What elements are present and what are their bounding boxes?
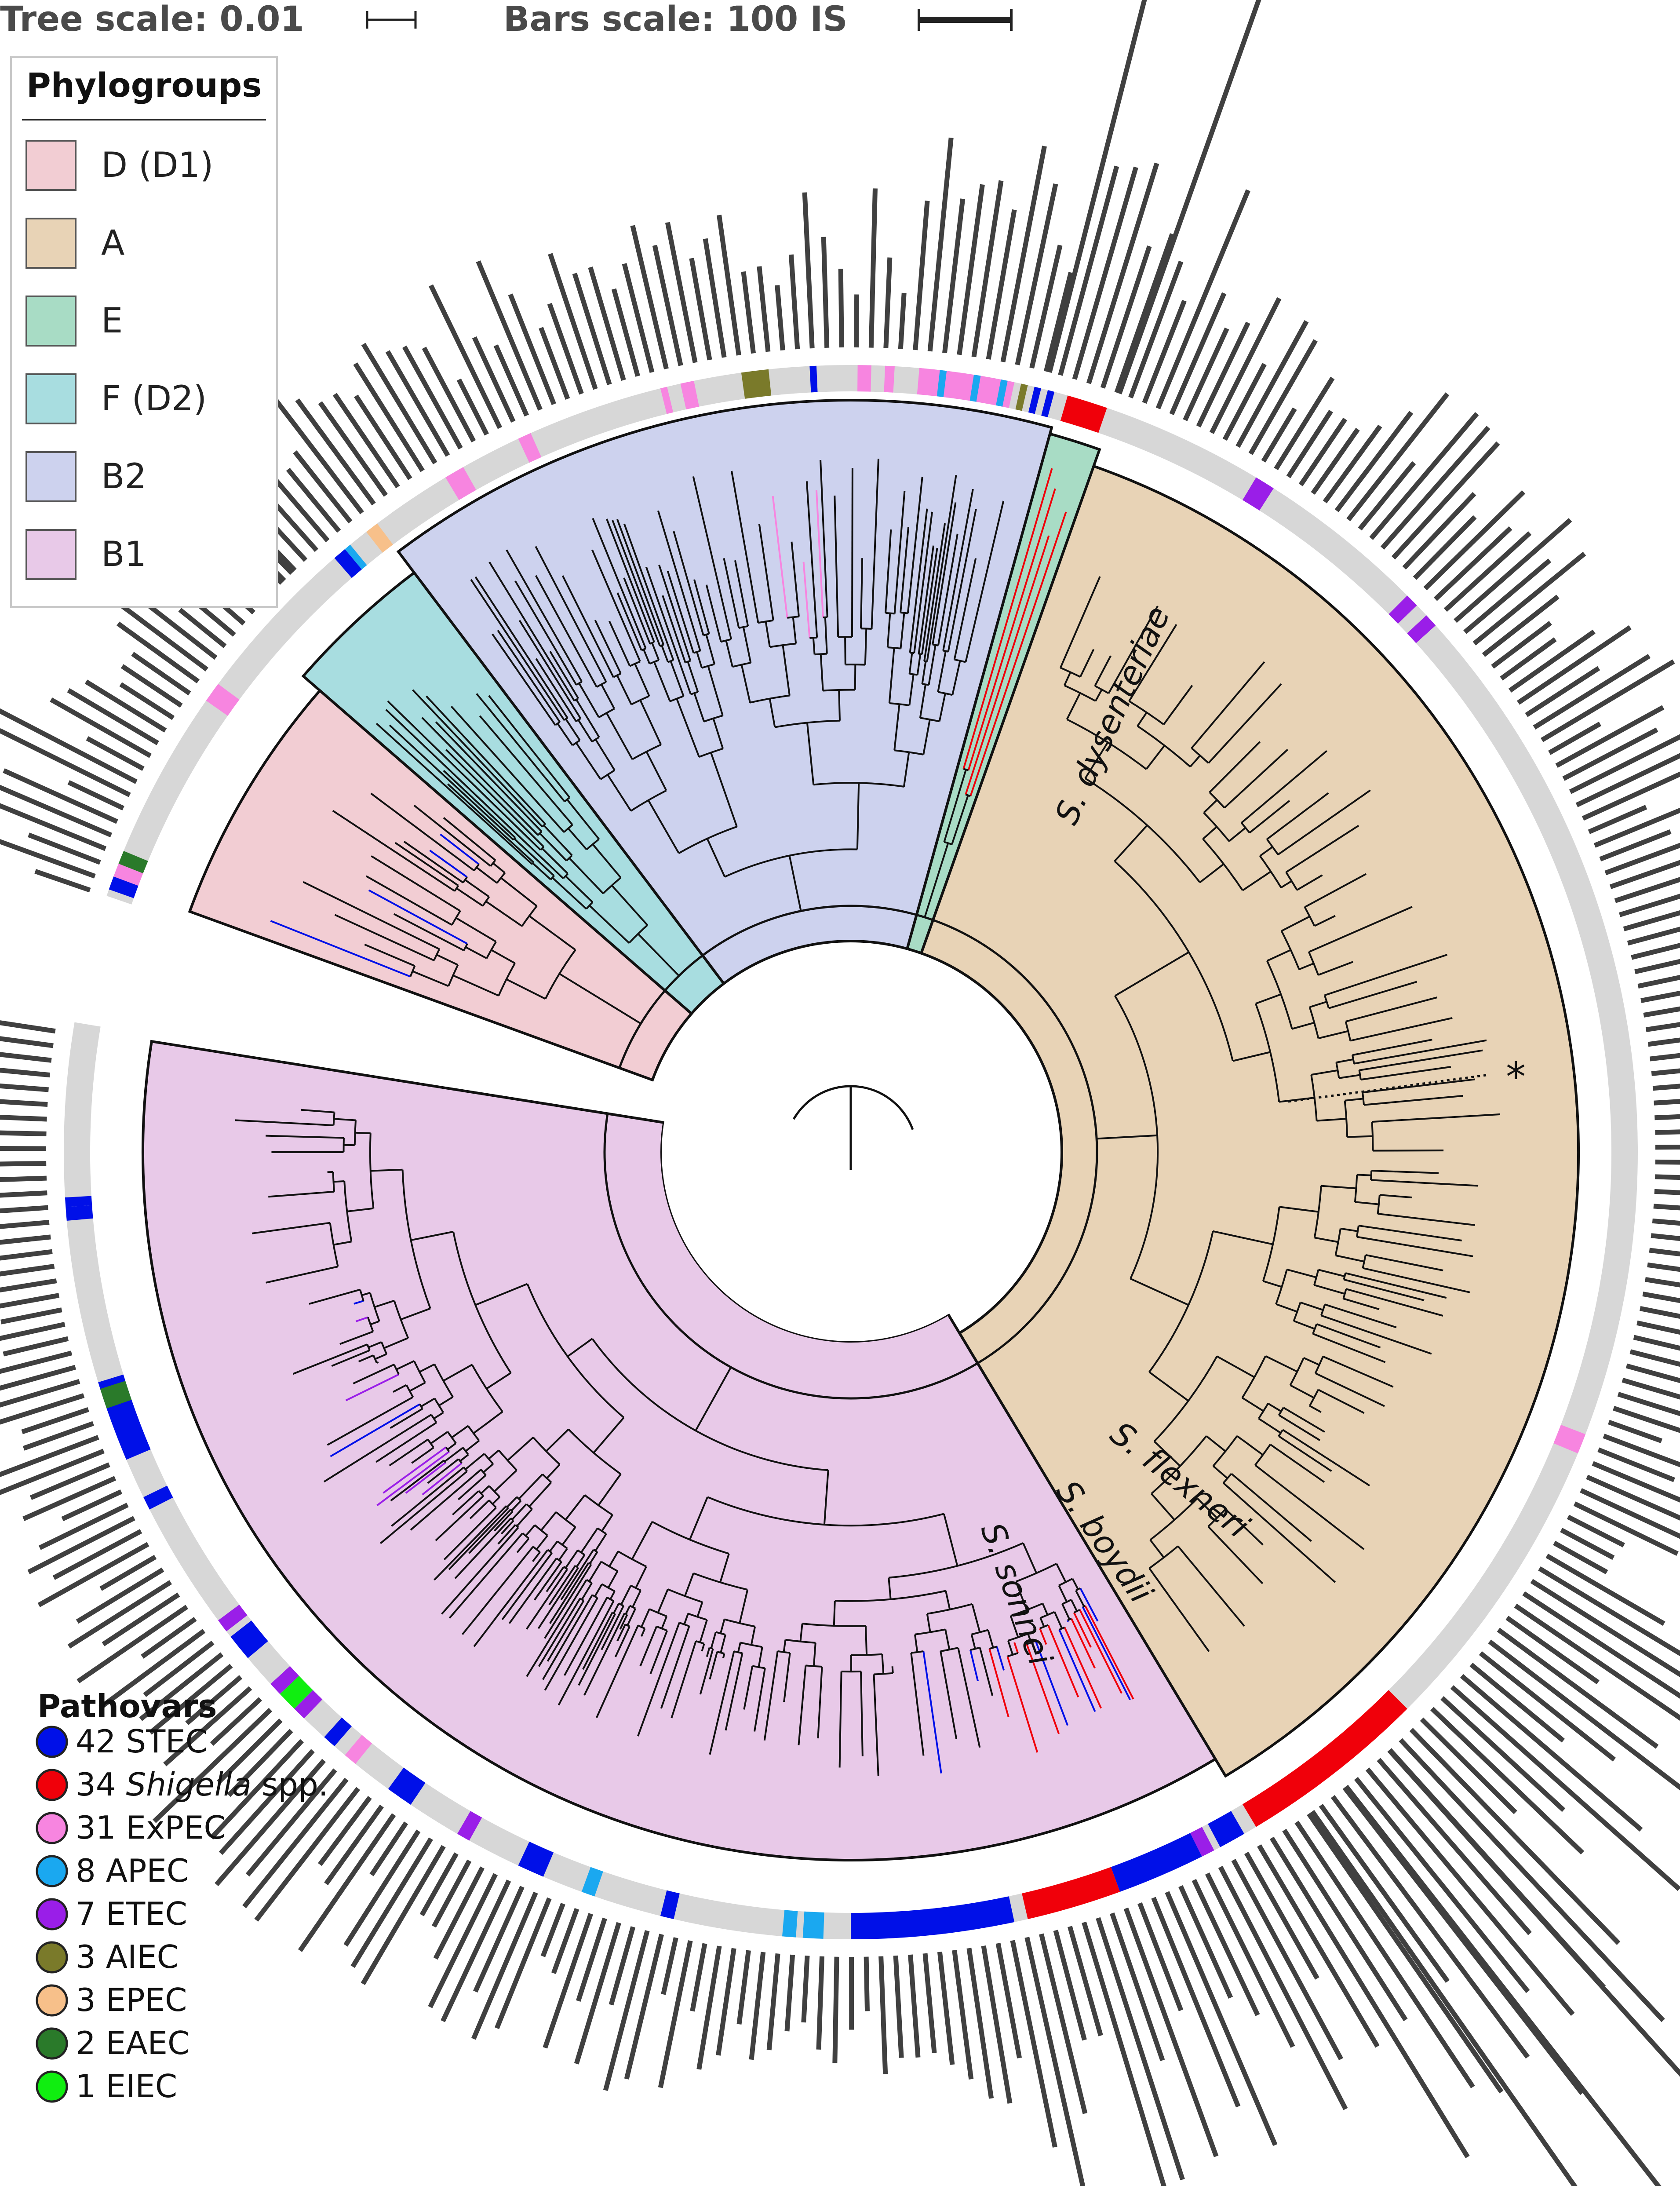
phylogroup-sectors: [142, 399, 1580, 1861]
phylogroup-legend-item: F (D2): [26, 373, 207, 424]
pathovar-swatch: [36, 1726, 68, 1758]
pathovars-legend: Pathovars 42 STEC 34 Shigella spp. 31 ExPE…: [36, 1688, 328, 2105]
phylogroup-legend-label: D (D1): [101, 146, 213, 185]
pathovar-swatch: [36, 2070, 68, 2103]
pathovar-legend-item: 2 EAEC: [36, 2025, 190, 2062]
pathovar-ring: [63, 365, 1638, 1939]
pathovar-legend-item: 31 ExPEC: [36, 1809, 226, 1846]
phylogroup-legend-label: B2: [101, 457, 146, 496]
pathovar-legend-label: 1 EIEC: [76, 2068, 177, 2105]
pathovar-legend-item: 34 Shigella spp.: [36, 1766, 328, 1803]
pathovar-legend-item: 3 AIEC: [36, 1938, 179, 1975]
tree-scale-label: Tree scale: 0.01: [0, 0, 304, 39]
phylogroup-swatch: [26, 529, 77, 580]
phylogroup-legend-label: F (D2): [101, 379, 207, 419]
pathovar-legend-label: 34 Shigella spp.: [76, 1766, 328, 1803]
pathovar-legend-label: 3 AIEC: [76, 1938, 179, 1975]
pathovar-swatch: [36, 1855, 68, 1887]
pathovar-legend-item: 3 EPEC: [36, 1982, 187, 2018]
tree-scale-bar: [366, 11, 417, 29]
pathovar-swatch: [36, 2027, 68, 2060]
phylogroup-legend-item: A: [26, 218, 124, 269]
phylogroup-legend-item: B2: [26, 451, 146, 502]
pathovar-swatch: [36, 1941, 68, 1974]
pathovar-swatch: [36, 1812, 68, 1844]
sector-b2: [396, 399, 1053, 985]
phylogroup-legend-label: A: [101, 223, 124, 263]
pathovar-legend-label: 7 ETEC: [76, 1895, 187, 1932]
phylogroup-legend-item: B1: [26, 529, 146, 580]
phylogroup-swatch: [26, 296, 77, 347]
phylogroup-legend-label: E: [101, 301, 123, 341]
phylogroup-swatch: [26, 451, 77, 502]
asterisk-dotted-line: [1288, 1074, 1487, 1103]
phylogroup-swatch: [26, 373, 77, 424]
phylogroup-legend-label: B1: [101, 535, 146, 574]
pathovar-legend-label: 3 EPEC: [76, 1982, 187, 2018]
pathovar-legend-label: 42 STEC: [76, 1723, 208, 1760]
sector-a: [919, 464, 1580, 1778]
phylogroup-swatch: [26, 140, 77, 191]
phylogroups-legend-title: Phylogroups: [26, 66, 262, 105]
phylogroup-legend-item: D (D1): [26, 140, 213, 191]
bars-scale-bar: [918, 9, 1013, 31]
sector-f: [301, 571, 726, 1016]
pathovar-legend-label: 2 EAEC: [76, 2025, 190, 2062]
pathovar-legend-item: 7 ETEC: [36, 1895, 187, 1932]
pathovars-legend-title: Pathovars: [37, 1688, 217, 1725]
phylogroup-swatch: [26, 218, 77, 269]
pathovar-swatch: [36, 1984, 68, 2017]
bars-scale-label: Bars scale: 100 IS: [503, 0, 848, 39]
pathovar-legend-label: 31 ExPEC: [76, 1809, 226, 1846]
phylogroup-legend-item: E: [26, 296, 123, 347]
pathovar-legend-item: 42 STEC: [36, 1723, 208, 1760]
pathovar-legend-item: 8 APEC: [36, 1852, 189, 1889]
pathovar-legend-item: 1 EIEC: [36, 2068, 177, 2105]
pathovar-swatch: [36, 1769, 68, 1801]
tree-branches: [235, 459, 1500, 1776]
pathovar-swatch: [36, 1898, 68, 1931]
pathovar-legend-label: 8 APEC: [76, 1852, 189, 1889]
asterisk-marker: *: [1506, 1054, 1526, 1100]
sector-d: [188, 689, 693, 1082]
